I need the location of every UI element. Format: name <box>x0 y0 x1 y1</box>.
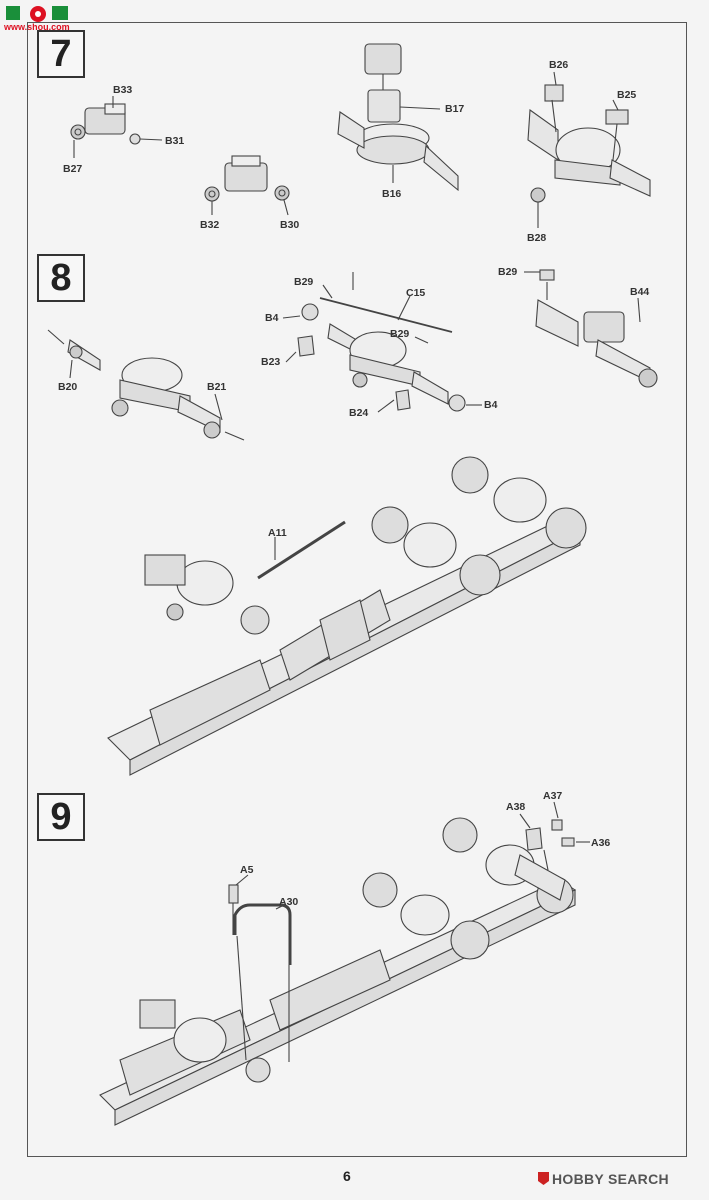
label-b28: B28 <box>527 232 547 244</box>
label-a36: A36 <box>591 837 611 849</box>
part-b31-flange <box>129 133 163 145</box>
label-b32: B32 <box>200 219 220 231</box>
label-a11: A11 <box>268 527 287 539</box>
part-gearbox-b32-b30 <box>204 155 290 216</box>
label-b26: B26 <box>549 59 569 71</box>
part-b25-b26-axle <box>527 71 651 228</box>
part-b33-gearbox <box>70 96 126 140</box>
brand-watermark: HOBBY SEARCH <box>552 1171 669 1187</box>
chassis-frame-step8 <box>107 456 587 776</box>
label-b4-left: B4 <box>265 312 279 324</box>
hobby-search-logo-icon <box>538 1172 549 1185</box>
label-b25: B25 <box>617 89 637 101</box>
label-c15: C15 <box>406 287 426 299</box>
label-b4-right: B4 <box>484 399 498 411</box>
label-b44: B44 <box>630 286 650 298</box>
chassis-frame-step9 <box>99 801 590 1126</box>
label-b17: B17 <box>445 103 465 115</box>
step-8-number: 8 <box>37 254 85 302</box>
label-b24: B24 <box>349 407 369 419</box>
part-b44-axle-assembly <box>524 269 658 388</box>
label-a5: A5 <box>240 864 254 876</box>
label-b23: B23 <box>261 356 281 368</box>
part-b16-axle-housing <box>337 43 459 192</box>
label-b21: B21 <box>207 381 227 393</box>
label-a37: A37 <box>543 790 563 802</box>
label-b29-mid: B29 <box>390 328 410 340</box>
label-a38: A38 <box>506 801 526 813</box>
part-c15-axle-assembly <box>282 272 482 413</box>
step-7-number: 7 <box>37 30 85 78</box>
page-number: 6 <box>343 1168 351 1184</box>
site-logo <box>6 6 68 22</box>
label-b27: B27 <box>63 163 83 175</box>
watermark-url: www.shou.com <box>4 22 70 32</box>
label-b20: B20 <box>58 381 78 393</box>
label-b31: B31 <box>165 135 185 147</box>
label-b29-left: B29 <box>294 276 314 288</box>
label-b29-right: B29 <box>498 266 518 278</box>
step-9-number: 9 <box>37 793 85 841</box>
label-b33: B33 <box>113 84 133 96</box>
part-b20-b21-axle <box>47 329 245 441</box>
label-b16: B16 <box>382 188 402 200</box>
instruction-frame <box>27 22 687 1157</box>
label-a30: A30 <box>279 896 299 908</box>
label-b30: B30 <box>280 219 300 231</box>
